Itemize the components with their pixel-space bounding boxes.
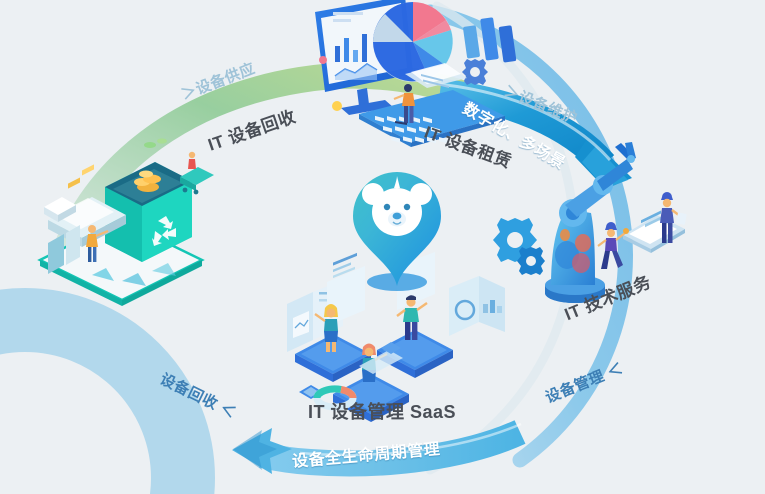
label-saas: IT 设备管理 SaaS	[308, 402, 457, 422]
digital-scene-arrow	[437, 78, 632, 197]
gear-icon	[517, 247, 545, 275]
gear-icon	[462, 59, 488, 85]
decor-donut-ring	[0, 288, 215, 494]
lifecycle-arrow	[232, 420, 526, 477]
